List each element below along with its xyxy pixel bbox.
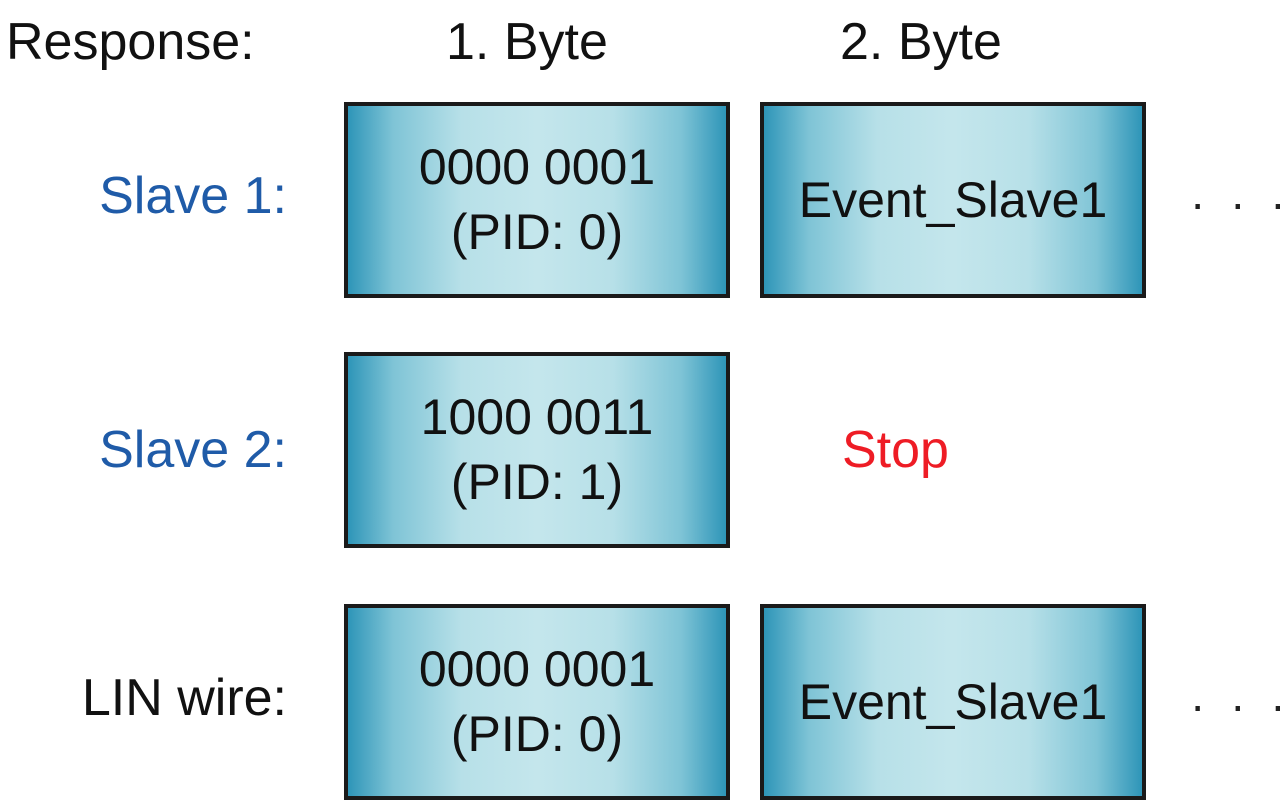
byte1-header: 1. Byte [446,13,608,71]
slave2-byte1-pid: (PID: 1) [450,454,624,510]
lin-wire-continuation: · · · [1190,679,1280,731]
lin-wire-byte1-value: 0000 0001 [418,641,656,697]
response-header: Response: [6,13,255,71]
slave2-byte1-value: 1000 0011 [420,389,654,445]
slave1-byte1-pid: (PID: 0) [450,204,624,260]
slave1-byte2-value: Event_Slave1 [798,171,1108,228]
slave2-stop-text: Stop [842,421,949,479]
slave1-label: Slave 1: [99,167,287,225]
byte2-header: 2. Byte [840,13,1002,71]
slave2-label: Slave 2: [99,421,287,479]
slave1-continuation: · · · [1190,177,1280,229]
lin-wire-byte2-value: Event_Slave1 [798,673,1108,730]
slave1-byte1-box: 0000 0001 (PID: 0) [344,102,730,298]
lin-wire-byte1-box: 0000 0001 (PID: 0) [344,604,730,800]
slave1-byte1-value: 0000 0001 [418,139,656,195]
lin-wire-label: LIN wire: [81,669,287,727]
lin-wire-byte2-box: Event_Slave1 [760,604,1146,800]
slave2-byte1-box: 1000 0011 (PID: 1) [344,352,730,548]
slave1-byte2-box: Event_Slave1 [760,102,1146,298]
lin-wire-byte1-pid: (PID: 0) [450,706,624,762]
